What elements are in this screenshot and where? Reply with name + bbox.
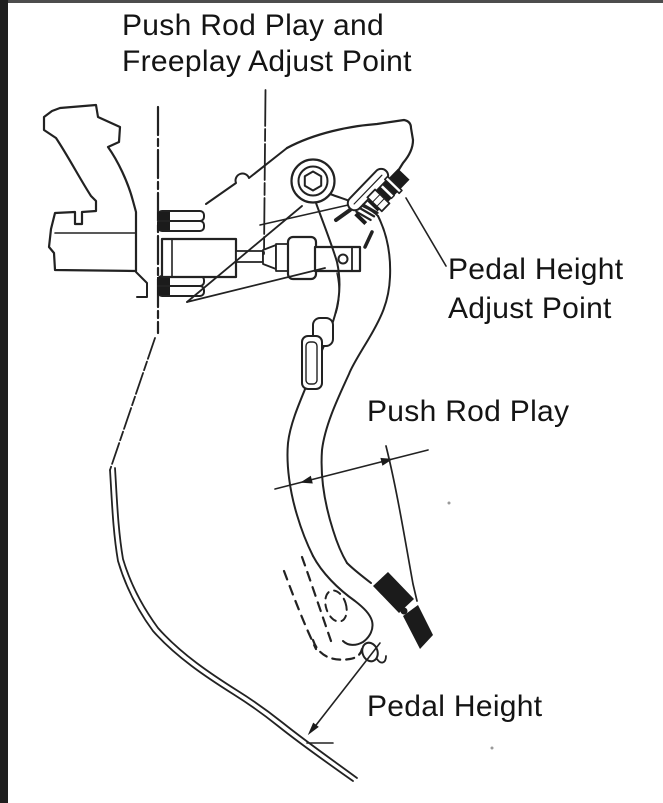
push-rod-lock-nut: [275, 243, 289, 272]
master-cylinder-body: [160, 237, 238, 279]
floor-line-outer: [109, 469, 354, 782]
bracket-upper-outline: [285, 118, 415, 173]
bracket-edge-mark-1: [334, 208, 352, 222]
master-cylinder-booster: [42, 103, 148, 298]
bracket-gusset: [186, 147, 358, 303]
mount-bolt-mark-4: [157, 287, 170, 295]
mount-bolt-mark-1: [157, 212, 170, 220]
clevis-pin-hole: [337, 253, 349, 265]
pedal-pad-upper: [373, 572, 414, 613]
label-freeplay-adjust-line2: Freeplay Adjust Point: [122, 45, 412, 78]
adjust-bolt-lock-nut: [366, 188, 391, 213]
firewall: [156, 105, 205, 335]
pedal-arm-bottom-hook: [312, 555, 374, 646]
leader-line-freeplay-adjust: [263, 89, 267, 255]
stopper-bracket-slot: [305, 341, 318, 385]
pedal-pad-hook-tail: [376, 655, 387, 664]
push-rod-assembly: [160, 235, 362, 281]
gusset-line-upper: [186, 205, 303, 303]
pedal-pad-joint-dot: [400, 607, 408, 615]
pedal-pad-lower: [403, 605, 433, 649]
push-rod-boot: [286, 235, 318, 281]
scan-specks: [447, 501, 494, 750]
phantom-pad-arc: [311, 638, 364, 661]
gusset-line-brace: [259, 202, 358, 226]
mount-bolt-mark-3: [157, 277, 170, 285]
play-arrow-left: [300, 475, 313, 484]
labels: Push Rod Play and Freeplay Adjust Point …: [122, 9, 624, 723]
adjust-bolt-plate-slot: [353, 174, 383, 205]
adjust-bolt-rib-3: [376, 187, 392, 202]
push-rod-play-measure: [274, 445, 429, 602]
label-push-rod-play: Push Rod Play: [367, 395, 569, 428]
label-freeplay-adjust-line1: Push Rod Play and: [122, 9, 384, 42]
pedal-height-arrow: [307, 722, 319, 736]
phantom-pad-loop: [324, 589, 348, 623]
phantom-arm-dash-1: [300, 555, 333, 643]
push-rod: [235, 250, 264, 263]
pedal-height-measure: [306, 642, 381, 744]
bracket-top-edge: [205, 147, 288, 205]
push-rod-adjuster-cone: [262, 244, 277, 270]
phantom-arm-dash-2: [282, 569, 318, 651]
pedal-height-adjust-bolt: [346, 167, 410, 226]
label-pedal-height-adjust-line2: Adjust Point: [448, 292, 612, 325]
pedal-arm-pad-joint: [346, 562, 372, 584]
booster-outline: [42, 103, 138, 273]
pedal-phantom-dashed: [282, 555, 364, 661]
pedal-phantom-position-line: [385, 445, 418, 602]
stopper-bracket-body: [301, 335, 323, 390]
pedal-arm-inner-edge: [335, 272, 340, 314]
bracket-edge-mark-2: [363, 230, 374, 249]
label-pedal-height: Pedal Height: [367, 690, 543, 723]
scan-border-top: [0, 0, 663, 3]
adjust-bolt-rib-2: [379, 183, 395, 200]
stopper-bracket: [301, 317, 334, 390]
pivot-hex-head: [303, 170, 323, 192]
booster-step-bracket: [135, 271, 148, 298]
adjust-bolt-flange: [383, 175, 403, 195]
pivot-bolt: [290, 158, 336, 204]
pedal-pad-hook: [361, 641, 379, 663]
label-pedal-height-adjust-line1: Pedal Height: [448, 253, 624, 286]
adjust-bolt-end-washer: [354, 212, 368, 226]
adjust-bolt-spring-coil: [362, 203, 379, 214]
gusset-line-lower: [186, 267, 326, 303]
scan-border-left: [0, 0, 8, 803]
pedal-height-leader: [312, 642, 381, 730]
pedal-pad: [361, 572, 433, 664]
leader-line-pedal-height-adjust: [405, 197, 447, 267]
floor-panel: [109, 337, 358, 782]
mount-bolt-mark-2: [157, 222, 170, 230]
pedal-arm-right-edge: [320, 215, 392, 564]
adjust-bolt-head: [388, 168, 410, 190]
floor-upper-line: [109, 337, 156, 471]
floor-line-inner: [114, 467, 358, 779]
adjust-bolt-washer: [367, 199, 380, 212]
adjust-bolt-rib-1: [382, 180, 398, 196]
